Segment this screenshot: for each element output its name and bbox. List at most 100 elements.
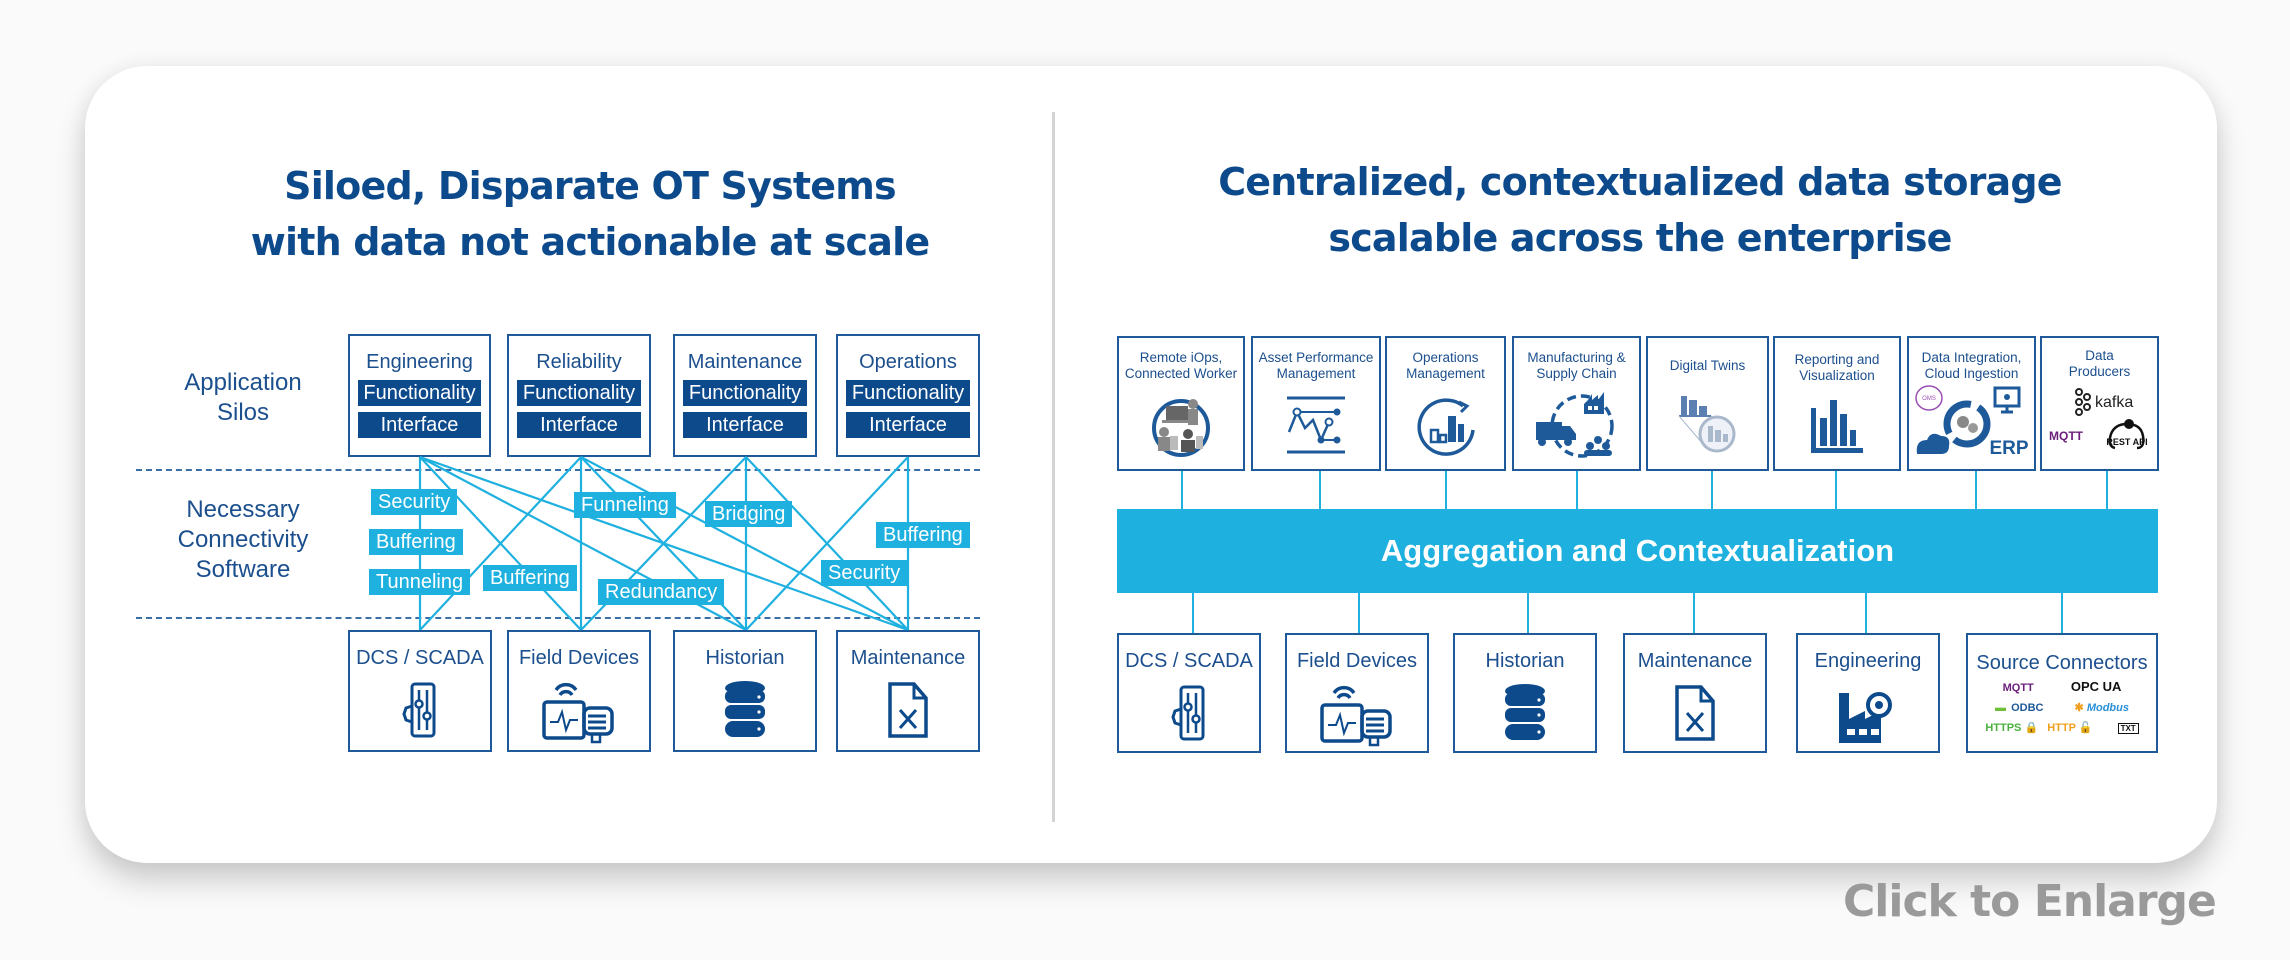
app-title-line: Data Integration, xyxy=(1921,350,2022,365)
app-title-line: Manufacturing & xyxy=(1527,350,1626,365)
database-icon xyxy=(1455,683,1595,743)
silo-functionality: Functionality xyxy=(683,380,807,406)
left-title-line2: with data not actionable at scale xyxy=(250,220,930,264)
left-title-line1: Siloed, Disparate OT Systems xyxy=(284,164,897,208)
logo-kafka: kafka xyxy=(2095,394,2133,411)
modbus-star-icon: ✱ xyxy=(2074,702,2084,714)
left-panel-title: Siloed, Disparate OT Systems with data n… xyxy=(200,158,980,270)
right-title-line2: scalable across the enterprise xyxy=(1328,216,1952,260)
app-title-line: Data xyxy=(2085,348,2114,363)
logo-http: HTTP xyxy=(2047,722,2076,734)
connector-line xyxy=(1693,593,1695,633)
supply-chain-icon xyxy=(1514,392,1639,460)
right-title-line1: Centralized, contextualized data storage xyxy=(1218,160,2062,204)
row-label-line: Silos xyxy=(216,399,270,426)
row-label-line: Software xyxy=(195,556,291,583)
motor-wireless-icon xyxy=(1287,683,1427,749)
source-box-maintenance: Maintenance xyxy=(836,630,980,752)
connector-line xyxy=(1445,471,1447,509)
logo-modbus: Modbus xyxy=(2086,702,2129,714)
silo-interface: Interface xyxy=(683,412,807,438)
app-title-line: Cloud Ingestion xyxy=(1924,366,2019,381)
aggregation-contextualization-bar: Aggregation and Contextualization xyxy=(1117,509,2158,593)
source-title: Maintenance xyxy=(850,647,966,669)
database-icon: ▬ xyxy=(1995,702,2007,714)
silo-functionality: Functionality xyxy=(358,380,481,406)
connected-worker-icon xyxy=(1119,392,1243,458)
control-panel-gear-icon xyxy=(350,680,490,740)
silo-box-engineering: Engineering Functionality Interface xyxy=(348,334,491,457)
connector-logos-icon: MQTT OPC UA ▬ ODBC ✱ Modbus HTTPS 🔒 HTTP… xyxy=(1968,677,2156,739)
lock-closed-icon: 🔒 xyxy=(2024,722,2039,734)
app-title: Manufacturing &Supply Chain xyxy=(1514,350,1639,382)
silo-interface: Interface xyxy=(846,412,970,438)
chip-tunneling: Tunneling xyxy=(369,569,471,595)
source-title: Historian xyxy=(1485,650,1565,672)
app-box-digital-twins: Digital Twins xyxy=(1646,336,1769,471)
document-tools-icon xyxy=(838,680,978,740)
source-title: Maintenance xyxy=(1637,650,1753,672)
app-title-line: Visualization xyxy=(1799,368,1875,383)
logo-mqtt: MQTT xyxy=(2002,682,2034,694)
performance-chart-icon xyxy=(1253,392,1379,458)
chip-bridging: Bridging xyxy=(705,501,793,527)
row-label-line: Application xyxy=(184,369,302,396)
logo-opc-ua: OPC UA xyxy=(2070,679,2122,694)
connector-line xyxy=(1319,471,1321,509)
source-title: Engineering xyxy=(1814,650,1922,672)
connector-line xyxy=(1865,593,1867,633)
app-title: Remote iOps,Connected Worker xyxy=(1119,350,1243,382)
chip-security: Security xyxy=(821,560,908,586)
source-title: Historian xyxy=(705,647,785,669)
lock-open-icon: 🔓 xyxy=(2078,722,2093,734)
silo-functionality: Functionality xyxy=(517,380,641,406)
source-box-source-connectors: Source Connectors MQTT OPC UA ▬ ODBC ✱ M… xyxy=(1966,633,2158,753)
silo-box-maintenance: Maintenance Functionality Interface xyxy=(673,334,817,457)
chip-buffering: Buffering xyxy=(369,529,463,555)
source-title: Field Devices xyxy=(518,647,640,669)
silo-title: Reliability xyxy=(536,351,622,373)
chip-buffering: Buffering xyxy=(483,565,577,591)
motor-wireless-icon xyxy=(509,680,649,746)
app-title-line: Management xyxy=(1276,366,1356,381)
source-box-dcs-scada: DCS / SCADA xyxy=(348,630,492,752)
logo-https: HTTPS xyxy=(1985,722,2022,734)
silo-box-reliability: Reliability Functionality Interface xyxy=(507,334,651,457)
chip-security: Security xyxy=(371,489,458,515)
source-title: Field Devices xyxy=(1296,650,1418,672)
control-panel-gear-icon xyxy=(1119,683,1259,743)
app-title-line: Operations xyxy=(1412,350,1479,365)
source-box-historian: Historian xyxy=(673,630,817,752)
connector-line xyxy=(1358,593,1360,633)
logo-txt-file: TXT xyxy=(2117,723,2139,734)
silo-functionality: Functionality xyxy=(846,380,970,406)
document-tools-icon xyxy=(1625,683,1765,743)
source-box-engineering: Engineering xyxy=(1796,633,1940,753)
digital-twin-icon xyxy=(1648,388,1767,454)
app-title: Data Integration,Cloud Ingestion xyxy=(1909,350,2034,382)
click-to-enlarge-link[interactable]: Click to Enlarge xyxy=(1843,876,2217,927)
connector-line xyxy=(2061,593,2063,633)
application-silos-label: Application Silos xyxy=(133,368,353,428)
chip-redundancy: Redundancy xyxy=(598,579,725,605)
source-title: DCS / SCADA xyxy=(356,647,484,669)
connector-line xyxy=(1192,593,1194,633)
dashed-separator-bottom xyxy=(136,617,980,619)
source-title: DCS / SCADA xyxy=(1125,650,1253,672)
silo-interface: Interface xyxy=(358,412,481,438)
logo-oms: OMS xyxy=(1922,396,1936,402)
source-box-historian: Historian xyxy=(1453,633,1597,753)
silo-title: Operations xyxy=(859,351,957,373)
app-title-line: Digital Twins xyxy=(1669,358,1746,373)
app-title-line: Management xyxy=(1406,366,1485,381)
aggregation-label: Aggregation and Contextualization xyxy=(1380,533,1895,568)
app-title-line: Supply Chain xyxy=(1536,366,1617,381)
source-box-field-devices: Field Devices xyxy=(1285,633,1429,753)
row-label-line: Necessary xyxy=(186,496,300,523)
source-box-field-devices: Field Devices xyxy=(507,630,651,752)
